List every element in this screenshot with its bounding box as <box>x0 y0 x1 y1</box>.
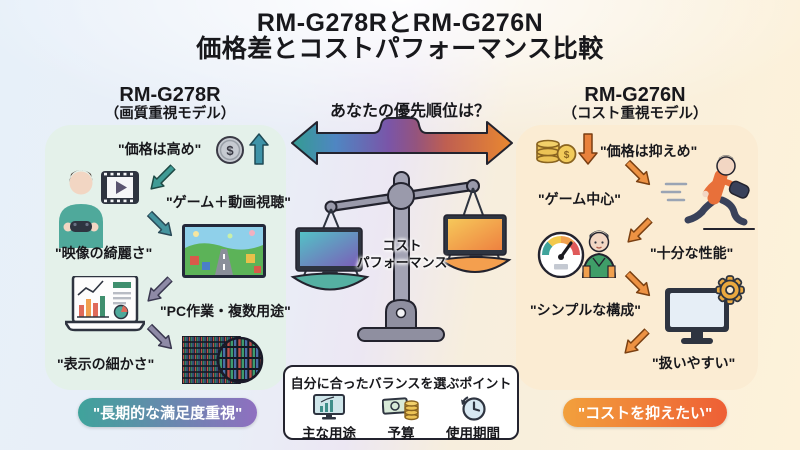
left-model-header: RM-G278R （画質重視モデル） <box>55 85 285 123</box>
point-usage-label: 主な用途 <box>301 426 356 441</box>
arrow-price-to-gamer <box>141 158 178 195</box>
points-box: 自分に合ったバランスを選ぶポイント 主な用途 <box>283 365 519 442</box>
video-film-icon <box>101 171 139 204</box>
scale-label-line2: パフォーマンス <box>356 255 448 270</box>
page-title: RM-G278RとRM-G276N 価格差とコストパフォーマンス比較 <box>0 10 800 62</box>
left-usage-label: "ゲーム＋動画視聴" <box>166 194 291 210</box>
simple-monitor-gear-icon <box>665 275 745 344</box>
arrow-laptop-to-pixels <box>140 321 177 358</box>
point-budget: 予算 <box>365 394 436 442</box>
balance-scale <box>290 171 512 342</box>
scale-label-line1: コスト <box>382 238 422 253</box>
arrow-gauge-to-monitor <box>618 268 655 305</box>
right-conclusion-badge: "コストを抑えたい" <box>563 398 728 427</box>
right-model-header: RM-G276N （コスト重視モデル） <box>515 85 755 123</box>
left-model-name: RM-G278R <box>119 84 221 106</box>
priority-question: あなたの優先順位は？ <box>329 103 490 120</box>
right-price-label: "価格は抑えめ" <box>600 143 698 159</box>
performance-gauge-icon <box>537 230 617 278</box>
point-usage: 主な用途 <box>293 394 364 442</box>
arrow-gamer-to-screen <box>140 208 177 245</box>
price-coin-icon: $ <box>216 136 244 164</box>
right-model-type: （コスト重視モデル） <box>562 106 708 122</box>
arrow-runner-to-gauge <box>618 211 655 248</box>
right-usage-label: "ゲーム中心" <box>538 191 621 207</box>
priority-direction-arrow <box>291 117 513 165</box>
arrow-monitor-to-easy <box>615 322 652 359</box>
clock-icon <box>460 396 486 421</box>
arrow-price-to-runner <box>618 157 655 194</box>
price-down-arrow-icon <box>578 133 598 165</box>
running-person-icon <box>660 155 755 230</box>
point-duration-label: 使用期間 <box>445 426 500 441</box>
arrow-screen-to-laptop <box>138 270 175 307</box>
title-line2: 価格差とコストパフォーマンス比較 <box>196 35 604 63</box>
game-screen-icon <box>182 224 266 278</box>
gear-icon <box>715 275 745 305</box>
price-up-arrow-icon <box>249 133 269 165</box>
left-conclusion-badge: "長期的な満足度重視" <box>78 398 258 427</box>
svg-text:$: $ <box>226 143 234 158</box>
pixel-detail-icon <box>182 336 264 384</box>
points-box-title: 自分に合ったバランスを選ぶポイント <box>290 376 512 391</box>
money-icon <box>381 397 419 421</box>
coins-stack-icon: $ <box>536 139 577 164</box>
left-detail-label: "表示の細かさ" <box>57 356 155 372</box>
svg-text:$: $ <box>564 150 570 161</box>
title-line1: RM-G278RとRM-G276N <box>256 9 544 37</box>
point-duration: 使用期間 <box>437 394 508 442</box>
laptop-chart-icon <box>65 276 145 332</box>
gamer-person-icon <box>59 169 103 248</box>
right-easy-label: "扱いやすい" <box>652 355 736 371</box>
monitor-chart-icon <box>312 394 345 420</box>
right-performance-label: "十分な性能" <box>650 245 734 261</box>
left-work-label: "PC作業・複数用途" <box>160 303 291 319</box>
right-simple-label: "シンプルな構成" <box>530 302 641 318</box>
scale-label: コスト パフォーマンス <box>350 237 454 271</box>
left-quality-label: "映像の綺麗さ" <box>55 245 153 261</box>
point-budget-label: 予算 <box>387 426 415 441</box>
left-price-label: "価格は高め" <box>118 141 202 157</box>
left-model-type: （画質重視モデル） <box>104 106 236 122</box>
right-model-name: RM-G276N <box>584 84 686 106</box>
